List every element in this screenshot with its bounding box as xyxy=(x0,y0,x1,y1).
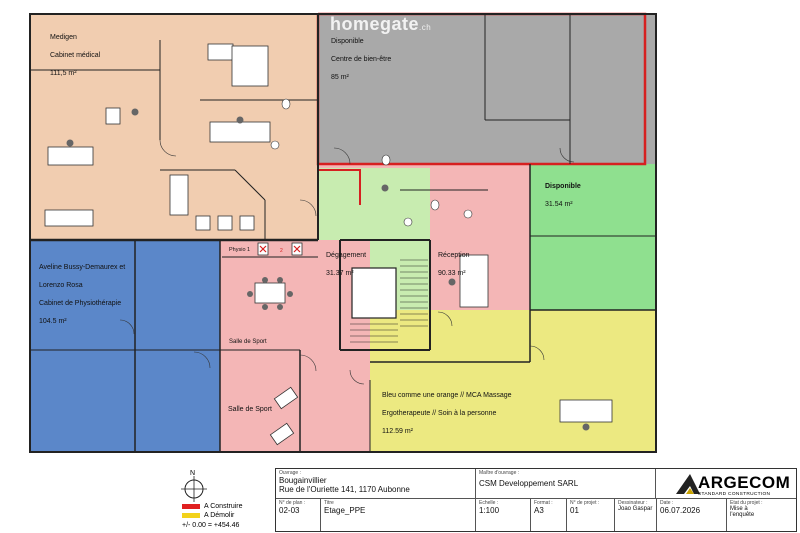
maitre-value: CSM Developpement SARL xyxy=(479,479,579,488)
demolir-swatch xyxy=(182,512,200,518)
gym-equipment xyxy=(269,386,299,446)
construire-swatch xyxy=(182,503,200,509)
legend: N A Construire A Démolir +/- 0.00 = +454… xyxy=(180,470,270,530)
walls xyxy=(29,13,657,453)
furniture xyxy=(44,43,613,423)
disponible-right-area: 31.54 m² xyxy=(545,201,573,208)
north-arrow xyxy=(181,476,207,502)
title-block: Ouvrage : Bougainvillier Rue de l'Ouriet… xyxy=(275,468,797,532)
logo-sub: STANDARD CONSTRUCTION xyxy=(698,492,771,497)
etat-cell: Etat du projet : Mise à l'enquête xyxy=(727,499,796,531)
doors xyxy=(119,139,575,385)
homegate-watermark: homegate.ch xyxy=(330,14,431,35)
physio-label: Aveline Bussy-Demaurex et Lorenzo Rosa C… xyxy=(39,254,125,335)
legend-elevation: +/- 0.00 = +454.46 xyxy=(182,522,240,529)
physio-mark: 2 xyxy=(280,248,283,254)
bleu-line1: Bleu comme une orange // MCA Massage xyxy=(382,392,512,399)
dessinateur-caption: Dessinateur : xyxy=(618,500,648,506)
bleu-area: 112.59 m² xyxy=(382,428,413,435)
physio-line1: Aveline Bussy-Demaurex et xyxy=(39,264,126,271)
date-cell: Date : 06.07.2026 xyxy=(657,499,727,531)
legend-demolir-text: A Démolir xyxy=(204,512,235,519)
dessinateur: Joao Gaspar xyxy=(618,506,653,512)
disponible-top-area: 85 m² xyxy=(331,74,349,81)
legend-construire: A Construire xyxy=(182,503,243,510)
physio-area: 104.5 m² xyxy=(39,318,67,325)
bleu-line2: Ergotherapeute // Soin à la personne xyxy=(382,410,497,417)
titre-cell: Titre Etage_PPE xyxy=(321,499,476,531)
medigen-label: Medigen Cabinet médical 111,5 m² xyxy=(50,24,100,87)
chairs xyxy=(66,108,590,431)
bleu-label: Bleu comme une orange // MCA Massage Erg… xyxy=(382,382,512,445)
dessinateur-cell: Dessinateur : Joao Gaspar xyxy=(615,499,657,531)
date: 06.07.2026 xyxy=(660,506,701,515)
physio-blue-zone xyxy=(30,240,220,452)
format: A3 xyxy=(534,506,544,515)
reception-label: Réception 90.33 m² xyxy=(438,242,470,287)
physio-type: Cabinet de Physiothérapie xyxy=(39,300,122,307)
degagement-area: 31.37 m² xyxy=(326,270,354,277)
disponible-top-name: Disponible xyxy=(331,38,364,45)
red-marks xyxy=(259,245,301,253)
ouvrage-caption: Ouvrage : xyxy=(279,470,301,476)
logo-text: ARGECOM xyxy=(698,473,791,492)
salle-sport-small-label: Salle de Sport xyxy=(229,339,267,345)
disponible-right-label: Disponible 31.54 m² xyxy=(545,173,581,218)
titre: Etage_PPE xyxy=(324,506,366,515)
physio1-label: Physio 1 xyxy=(229,247,251,253)
projet: 01 xyxy=(570,506,579,515)
physio-line2: Lorenzo Rosa xyxy=(39,282,83,289)
degagement-label: Dégagement 31.37 m² xyxy=(326,242,366,287)
echelle-cell: Echelle : 1:100 xyxy=(476,499,531,531)
medigen-area: 111,5 m² xyxy=(50,70,77,77)
maitre-cell: Maître d'ouvrage : CSM Developpement SAR… xyxy=(476,469,656,499)
format-cell: Format : A3 xyxy=(531,499,567,531)
disponible-green-zone xyxy=(530,164,656,310)
north-label: N xyxy=(190,470,196,477)
medigen-name: Medigen xyxy=(50,34,77,41)
degagement-name: Dégagement xyxy=(326,252,367,259)
maitre-caption: Maître d'ouvrage : xyxy=(479,470,520,476)
disponible-right-name: Disponible xyxy=(545,183,581,190)
date-caption: Date : xyxy=(660,500,674,506)
disponible-top-type: Centre de bien-être xyxy=(331,56,392,63)
legend-demolir: A Démolir xyxy=(182,512,234,519)
disponible-gray-zone xyxy=(318,14,656,164)
stair-core xyxy=(350,259,428,343)
echelle-caption: Echelle : xyxy=(479,500,499,506)
plan-no-caption: N° de plan : xyxy=(279,500,306,506)
projet-caption: N° de projet : xyxy=(570,500,600,506)
watermark-suffix: .ch xyxy=(419,23,432,32)
plan-no-cell: N° de plan : 02-03 xyxy=(276,499,321,531)
etat-line2: l'enquête xyxy=(730,512,755,518)
reception-name: Réception xyxy=(438,252,470,259)
ouvrage-address: Rue de l'Ouriette 141, 1170 Aubonne xyxy=(279,485,410,494)
reception-area: 90.33 m² xyxy=(438,270,466,277)
yellow-zone xyxy=(370,310,656,452)
medigen-type: Cabinet médical xyxy=(50,52,101,59)
projet-cell: N° de projet : 01 xyxy=(567,499,615,531)
logo-cell: ARGECOM STANDARD CONSTRUCTION xyxy=(656,469,796,499)
etat-caption: Etat du projet : xyxy=(730,500,763,506)
titre-caption: Titre xyxy=(324,500,334,506)
salle-sport-label: Salle de Sport xyxy=(228,406,272,413)
ouvrage-name: Bougainvillier xyxy=(279,476,327,485)
etat-line1: Mise à xyxy=(730,506,748,512)
watermark-brand: homegate xyxy=(330,14,420,34)
legend-construire-text: A Construire xyxy=(204,503,243,510)
argecom-logo-icon xyxy=(676,474,700,494)
wc-fixtures xyxy=(270,98,473,227)
salle-sport-lower-zone xyxy=(300,362,370,452)
disponible-top-label: Disponible Centre de bien-être 85 m² xyxy=(331,28,391,91)
plan-no: 02-03 xyxy=(279,506,300,515)
ouvrage-cell: Ouvrage : Bougainvillier Rue de l'Ouriet… xyxy=(276,469,476,499)
echelle: 1:100 xyxy=(479,506,500,515)
format-caption: Format : xyxy=(534,500,553,506)
